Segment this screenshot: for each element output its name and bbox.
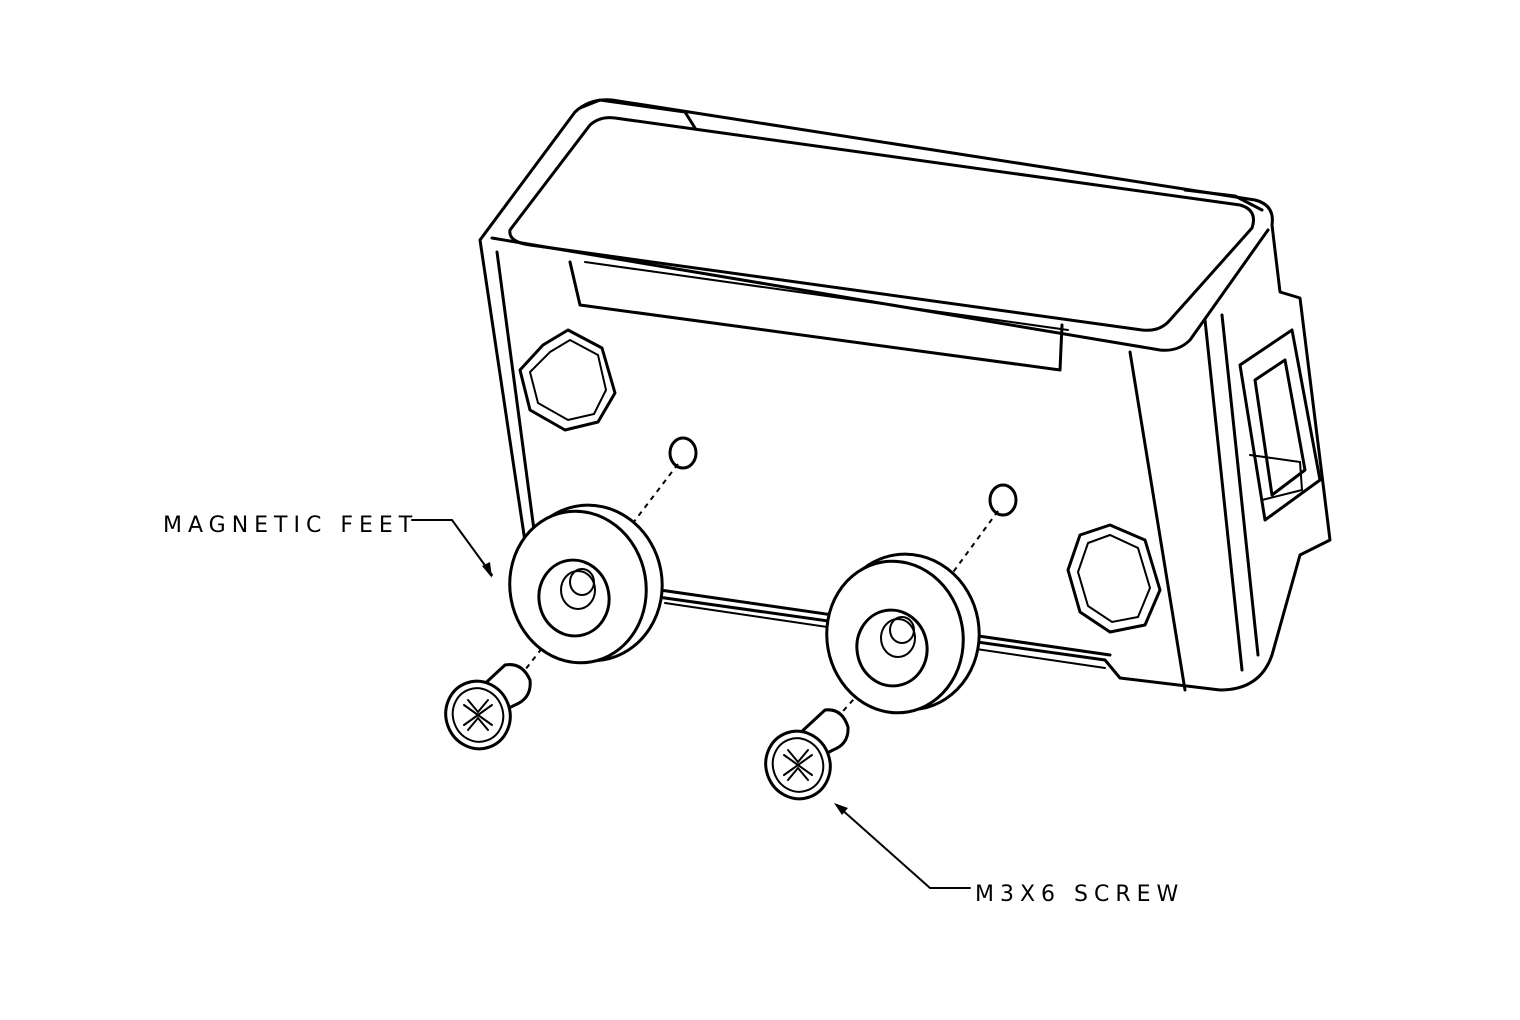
m3x6-screw-left: [444, 663, 532, 751]
hex-standoff-right: [1066, 523, 1162, 634]
mounting-hole-left: [668, 436, 698, 470]
leader-magnetic-feet: [411, 519, 493, 578]
magnetic-foot-left: [508, 503, 664, 665]
m3x6-screw-right: [764, 708, 850, 801]
hex-standoff-left: [518, 328, 617, 432]
mounting-hole-right: [988, 483, 1018, 517]
leader-screw: [834, 803, 971, 889]
magnetic-feet-label: MAGNETIC FEET: [163, 513, 419, 538]
enclosure-body: [478, 98, 1332, 692]
screw-label: M3X6 SCREW: [975, 882, 1185, 907]
magnetic-foot-right: [825, 552, 981, 715]
